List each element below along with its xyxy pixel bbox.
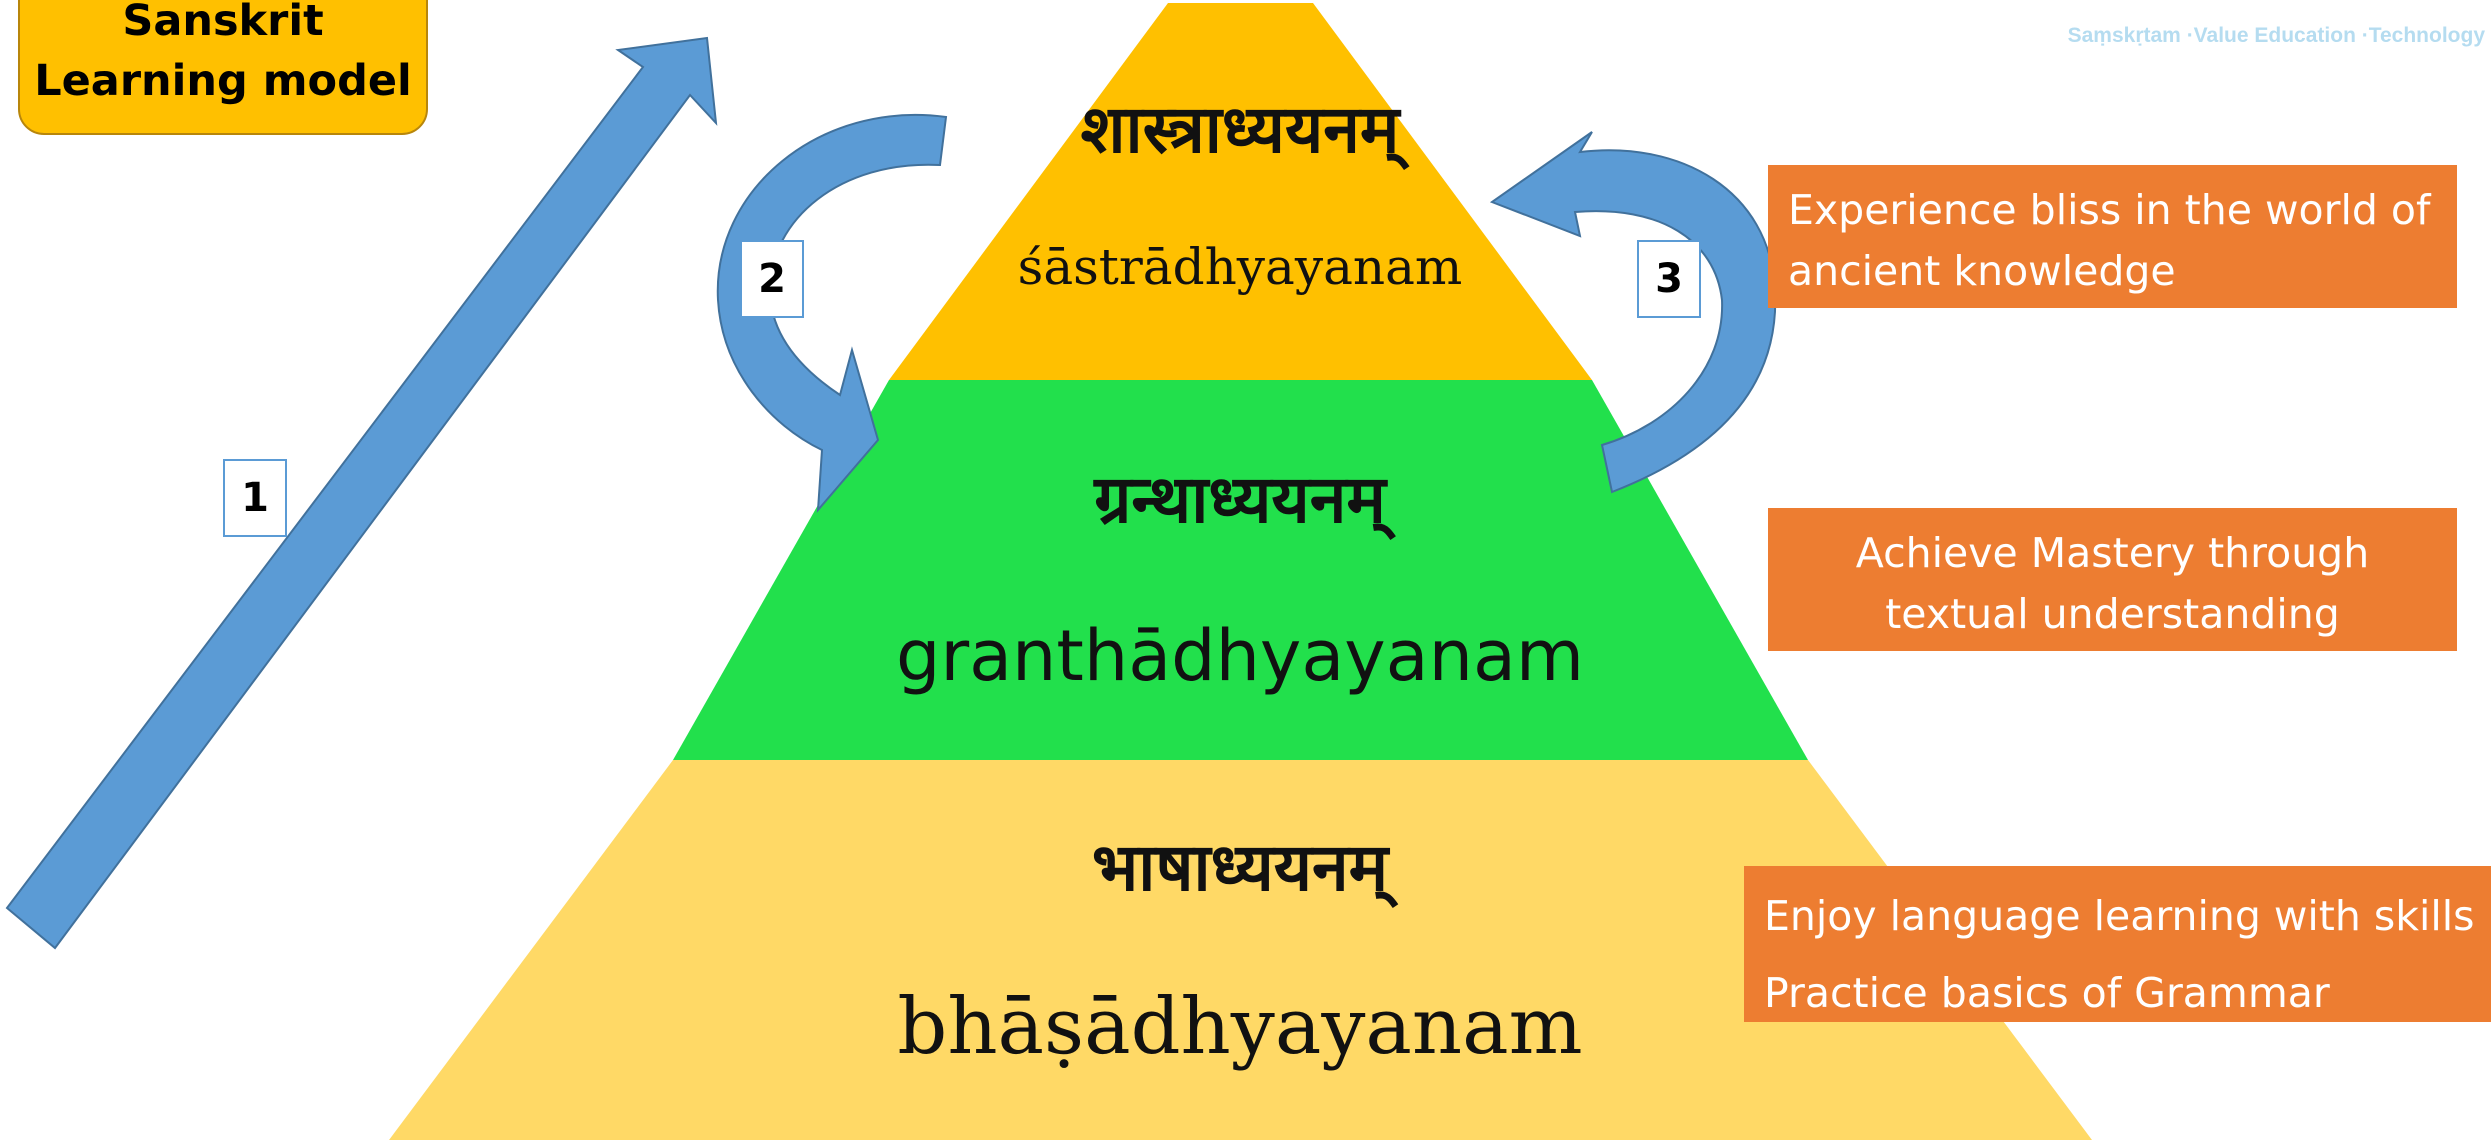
tier-middle-transliteration: granthādhyayanam xyxy=(895,615,1585,697)
marker-3: 3 xyxy=(1637,240,1701,318)
long-up-arrow-icon xyxy=(5,36,718,950)
title-line-1: Sanskrit xyxy=(122,0,324,46)
description-middle-line-2: textual understanding xyxy=(1885,590,2340,638)
logo-tagline: Saṃskṛtam ·Value Education ·Technology xyxy=(2067,24,2485,47)
description-bottom-line-1: Enjoy language learning with skills xyxy=(1764,892,2475,940)
tier-middle-sanskrit: ग्रन्थाध्ययनम् xyxy=(1094,461,1386,538)
marker-1: 1 xyxy=(223,459,287,537)
curved-arrow-left-icon xyxy=(716,114,948,513)
tier-top-transliteration: śāstrādhyayanam xyxy=(1017,238,1463,296)
description-bottom-line-2: Practice basics of Grammar xyxy=(1764,969,2330,1017)
curved-arrow-right-icon xyxy=(1489,131,1777,494)
title-line-2: Learning model xyxy=(34,55,412,106)
tier-top-sanskrit: शास्त्राध्ययनम् xyxy=(1080,91,1400,168)
description-top-line-2: ancient knowledge xyxy=(1788,247,2176,295)
description-middle-line-1: Achieve Mastery through xyxy=(1855,529,2370,577)
title-box: Sanskrit Learning model xyxy=(18,0,428,135)
description-top-line-1: Experience bliss in the world of xyxy=(1788,186,2431,234)
description-box-middle: Achieve Mastery through textual understa… xyxy=(1768,508,2457,651)
tier-bottom-sanskrit: भाषाध्ययनम् xyxy=(1091,829,1389,906)
pyramid-tier-middle xyxy=(673,380,1808,760)
pyramid-tier-bottom xyxy=(389,760,2092,1140)
tier-bottom-transliteration: bhāṣādhyayanam xyxy=(897,982,1583,1072)
description-box-top: Experience bliss in the world of ancient… xyxy=(1768,165,2457,308)
description-box-bottom: Enjoy language learning with skills Prac… xyxy=(1744,866,2491,1022)
pyramid-tier-top xyxy=(889,3,1592,380)
marker-2: 2 xyxy=(740,240,804,318)
